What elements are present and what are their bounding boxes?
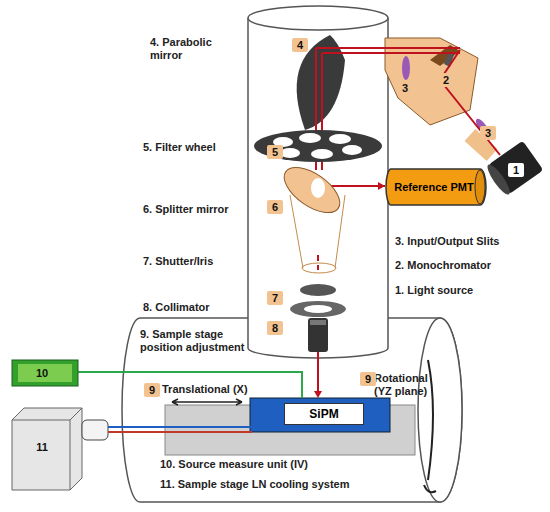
node-text: Reference PMT: [394, 181, 473, 193]
part-label: 8. Collimator: [143, 301, 210, 314]
callout-number: 7: [267, 291, 283, 305]
iris: [290, 301, 346, 317]
callout-number: 3: [397, 81, 413, 95]
column-top: [248, 6, 388, 30]
callout-number: 4: [292, 38, 308, 52]
callout-number: 1: [508, 163, 524, 177]
part-label: 2. Monochromator: [395, 259, 491, 272]
callout-number: 9: [360, 372, 376, 386]
callout-number: 2: [438, 73, 454, 87]
sipm-mount: [250, 398, 390, 432]
monochromator: [385, 38, 478, 125]
filter-wheel: [254, 130, 382, 162]
smu-wire: [78, 372, 302, 398]
callout-number: 11: [34, 440, 50, 454]
part-label: 5. Filter wheel: [143, 141, 216, 154]
collimator: [308, 318, 328, 352]
part-label: 4. Parabolic mirror: [150, 36, 230, 62]
part-label: 3. Input/Output Slits: [395, 235, 500, 248]
part-label: 6. Splitter mirror: [143, 203, 229, 216]
pmt-cylinder: Reference PMT: [385, 168, 487, 206]
node-text: SiPM: [309, 408, 338, 420]
slit: [402, 56, 410, 80]
x-arrow: [172, 399, 242, 405]
callout-number: 8: [267, 321, 283, 335]
callout-number: 6: [267, 200, 283, 214]
cooling-unit: [12, 408, 82, 490]
part-label: Rotational (YZ plane): [374, 372, 444, 398]
part-label: Translational (X): [162, 383, 248, 396]
smu-box: [12, 360, 78, 386]
part-label: 1. Light source: [395, 284, 473, 297]
cooling-port: [82, 420, 108, 440]
sipm-box: SiPM: [284, 403, 364, 425]
shutter: [300, 284, 336, 296]
callout-number: 5: [267, 145, 283, 159]
light-beam: [316, 48, 500, 392]
part-label: 11. Sample stage LN cooling system: [160, 478, 350, 491]
chamber-end: [418, 318, 462, 502]
callout-number: 10: [34, 366, 50, 380]
callout-number: 9: [144, 383, 160, 397]
part-label: 9. Sample stage position adjustment: [140, 328, 245, 354]
part-label: 7. Shutter/Iris: [143, 255, 213, 268]
part-label: 10. Source measure unit (IV): [160, 458, 308, 471]
splitter-mirror: [277, 159, 348, 273]
callout-number: 3: [480, 126, 496, 140]
